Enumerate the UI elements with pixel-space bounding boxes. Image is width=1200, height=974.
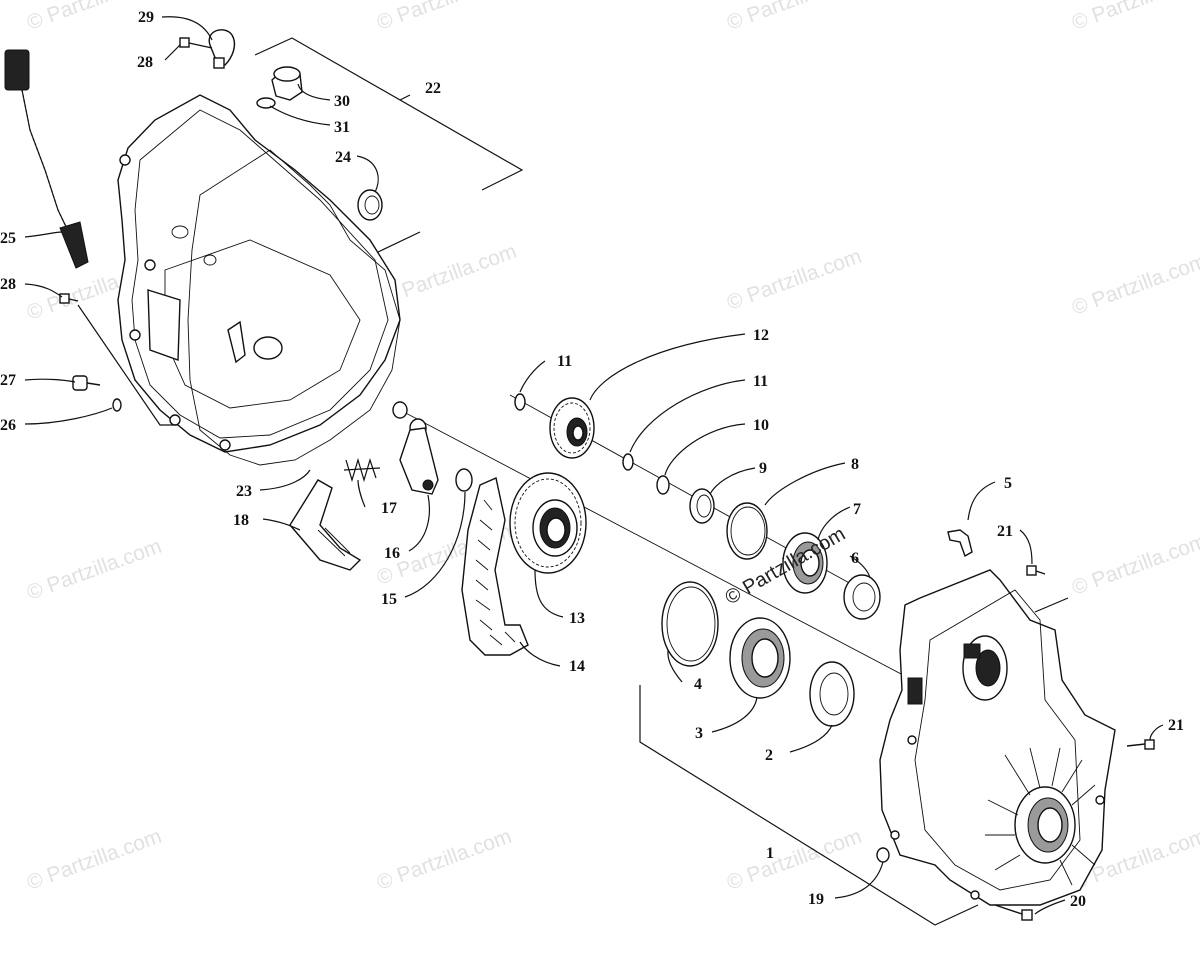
watermark: © Partzilla.com bbox=[724, 0, 865, 35]
watermark: © Partzilla.com bbox=[24, 825, 165, 895]
snap-ring-11-left bbox=[514, 393, 526, 411]
chaincase-cover bbox=[117, 94, 401, 466]
cover-gasket bbox=[187, 149, 401, 466]
callout-23: 23 bbox=[236, 483, 252, 500]
watermark: © Partzilla.com bbox=[1069, 530, 1200, 600]
tensioner-arm bbox=[392, 401, 439, 495]
callout-21-top: 21 bbox=[997, 523, 1013, 540]
callout-30: 30 bbox=[334, 93, 350, 110]
watermark: © Partzilla.com bbox=[724, 245, 865, 315]
watermark: © Partzilla.com bbox=[374, 825, 515, 895]
drive-chain bbox=[461, 477, 529, 656]
callout-14: 14 bbox=[569, 658, 585, 675]
bolt-21-right bbox=[1126, 739, 1155, 750]
callout-12: 12 bbox=[753, 327, 769, 344]
callout-28-side: 28 bbox=[0, 276, 16, 293]
chaincase-housing bbox=[879, 569, 1116, 906]
callout-7: 7 bbox=[853, 501, 861, 518]
callout-17: 17 bbox=[381, 500, 397, 517]
callout-9: 9 bbox=[759, 460, 767, 477]
callout-25: 25 bbox=[0, 230, 16, 247]
cover-seal bbox=[357, 189, 383, 221]
leader-lines bbox=[24, 16, 1164, 915]
large-sprocket bbox=[509, 472, 587, 574]
bolt-20 bbox=[994, 904, 1033, 921]
callout-16: 16 bbox=[384, 545, 400, 562]
callout-28-top: 28 bbox=[137, 54, 153, 71]
callout-1: 1 bbox=[766, 845, 774, 862]
fill-plug bbox=[271, 66, 303, 101]
watermark: © Partzilla.com bbox=[1069, 0, 1200, 35]
callout-4: 4 bbox=[694, 676, 702, 693]
watermark: © Partzilla.com bbox=[379, 240, 520, 310]
vent-fitting bbox=[947, 529, 973, 558]
assembly-brackets bbox=[77, 37, 1069, 926]
bolt-28-top bbox=[179, 37, 213, 49]
callout-29: 29 bbox=[138, 9, 154, 26]
washer-10 bbox=[656, 475, 670, 495]
bolt-27 bbox=[72, 375, 101, 391]
callout-3: 3 bbox=[695, 725, 703, 742]
watermark: © Partzilla.com bbox=[724, 825, 865, 895]
callout-26: 26 bbox=[0, 417, 16, 434]
callout-11-left: 11 bbox=[557, 353, 572, 370]
callout-10: 10 bbox=[753, 417, 769, 434]
callout-6: 6 bbox=[851, 550, 859, 567]
seal-2 bbox=[809, 661, 855, 727]
tensioner-pad bbox=[289, 479, 362, 571]
callout-20: 20 bbox=[1070, 893, 1086, 910]
bolt-28-side bbox=[59, 293, 79, 304]
watermark: © Partzilla.com bbox=[374, 0, 515, 35]
snap-ring-15 bbox=[455, 468, 473, 492]
callout-18: 18 bbox=[233, 512, 249, 529]
bolt-21-top bbox=[1026, 565, 1046, 576]
drain-plug-19 bbox=[876, 847, 890, 863]
sensor-harness bbox=[4, 49, 89, 269]
callout-13: 13 bbox=[569, 610, 585, 627]
bearing-7 bbox=[782, 532, 828, 594]
snap-ring-11-right bbox=[622, 453, 634, 471]
seal-6 bbox=[843, 574, 881, 620]
callout-21-right: 21 bbox=[1168, 717, 1184, 734]
assembly-axis-line bbox=[399, 409, 961, 706]
bearing-3 bbox=[729, 617, 791, 699]
hose-clip bbox=[208, 29, 236, 69]
o-ring-8 bbox=[726, 502, 768, 560]
callout-24: 24 bbox=[335, 149, 351, 166]
callout-27: 27 bbox=[0, 372, 16, 389]
callout-15: 15 bbox=[381, 591, 397, 608]
watermark: © Partzilla.com bbox=[1069, 250, 1200, 320]
tensioner-spring bbox=[343, 457, 381, 483]
callout-11-right: 11 bbox=[753, 373, 768, 390]
callout-22: 22 bbox=[425, 80, 441, 97]
callout-31: 31 bbox=[334, 119, 350, 136]
small-sprocket bbox=[549, 397, 595, 459]
o-ring-4 bbox=[661, 581, 719, 667]
callout-5: 5 bbox=[1004, 475, 1012, 492]
plug-o-ring bbox=[256, 97, 276, 109]
callout-labels: 1 2 3 4 5 6 7 8 9 10 11 12 11 13 14 15 1… bbox=[0, 9, 1184, 910]
watermark: © Partzilla.com bbox=[24, 535, 165, 605]
washer-26 bbox=[112, 398, 122, 412]
callout-8: 8 bbox=[851, 456, 859, 473]
callout-2: 2 bbox=[765, 747, 773, 764]
callout-19: 19 bbox=[808, 891, 824, 908]
